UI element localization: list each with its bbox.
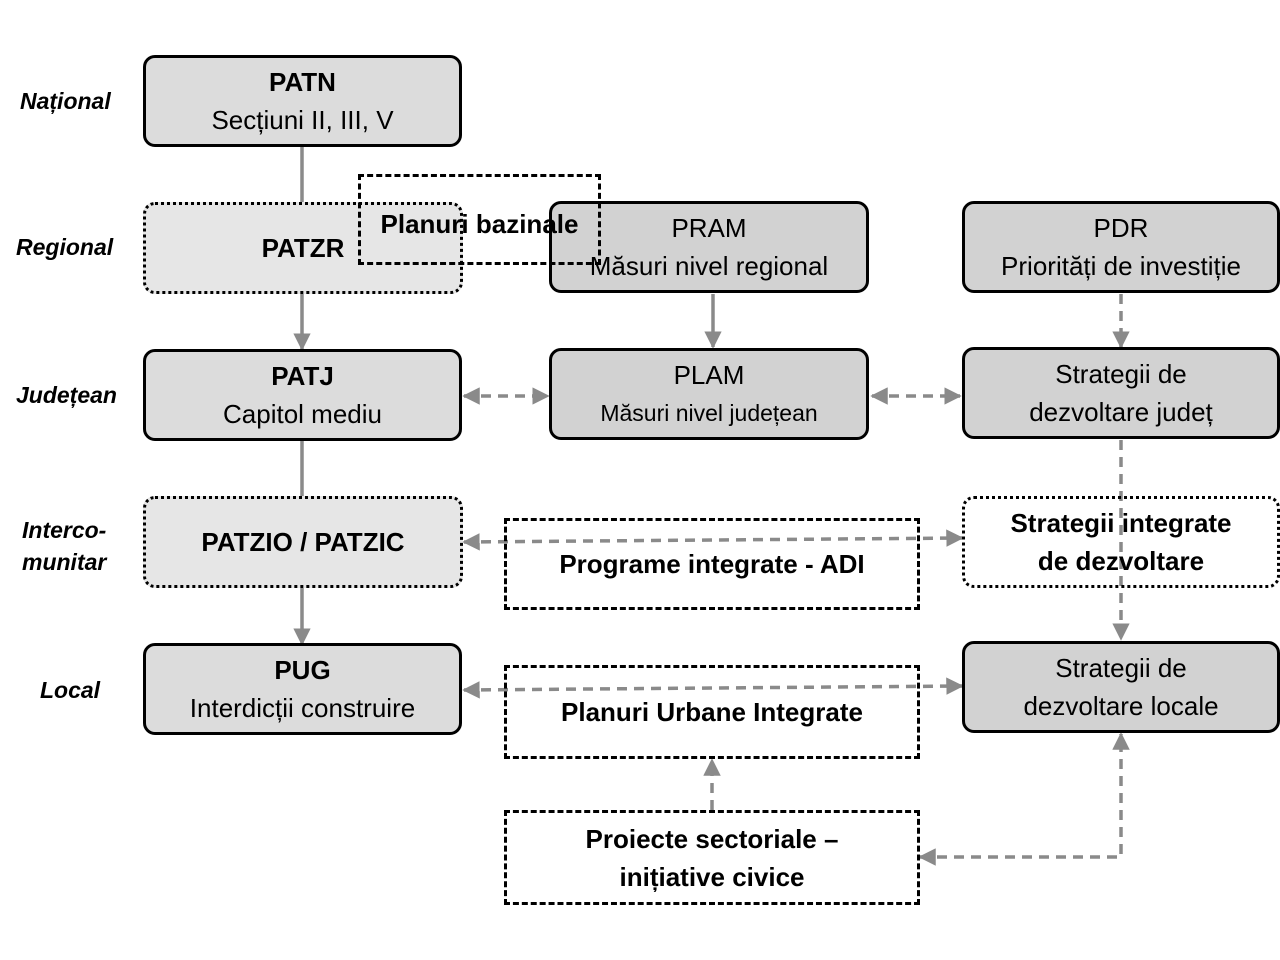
box-planuri-urbane: Planuri Urbane Integrate [504,665,920,759]
box-patj-subtitle: Capitol mediu [223,399,382,429]
box-strategii-judet: Strategii de dezvoltare județ [962,347,1280,439]
box-patzr: PATZR [143,202,463,294]
box-pug-subtitle: Interdicții construire [189,693,416,723]
box-strategii-integrate-line2: de dezvoltare [1037,546,1205,576]
box-pdr-subtitle: Priorități de investiție [1001,251,1241,281]
box-programe-adi: Programe integrate - ADI [504,518,920,610]
box-strategii-integrate-line1: Strategii integrate [1010,508,1232,538]
box-patj: PATJ Capitol mediu [143,349,462,441]
box-strategii-judet-line1: Strategii de [1055,359,1187,389]
level-label-intercomunitar-line1: Interco- [22,517,107,543]
level-label-intercomunitar-line2: munitar [22,549,107,575]
box-patzr-title: PATZR [261,233,345,263]
arrow-proiecte-strategii-locale [918,732,1130,866]
box-planuri-bazinale: Planuri bazinale [358,174,601,265]
box-plam: PLAM Măsuri nivel județean [549,348,869,440]
box-strategii-integrate: Strategii integrate de dezvoltare [962,496,1280,588]
box-patzio: PATZIO / PATZIC [143,496,463,588]
box-strategii-judet-line2: dezvoltare județ [1029,397,1213,427]
box-programe-adi-title: Programe integrate - ADI [559,549,865,579]
level-label-intercomunitar: Interco- munitar [22,514,106,578]
level-label-national: Național [20,88,111,114]
box-patzio-title: PATZIO / PATZIC [201,527,405,557]
box-planuri-urbane-title: Planuri Urbane Integrate [561,697,863,727]
box-proiecte-line2: inițiative civice [619,861,805,892]
level-label-judetean: Județean [16,382,117,408]
level-label-local: Local [40,677,101,703]
arrow-pug-strategii-locale [462,677,964,699]
box-pram-subtitle: Măsuri nivel regional [589,251,829,281]
arrow-patzio-strategii-integrate [462,529,964,551]
box-pdr-title: PDR [1093,213,1149,243]
box-patn: PATN Secțiuni II, III, V [143,55,462,147]
box-plam-title: PLAM [673,360,745,390]
box-patn-title: PATN [269,67,336,97]
box-proiecte-line1: Proiecte sectoriale – [585,823,839,854]
box-pug: PUG Interdicții construire [143,643,462,735]
box-proiecte: Proiecte sectoriale – inițiative civice [504,810,920,905]
box-patn-subtitle: Secțiuni II, III, V [211,105,394,135]
box-strategii-locale: Strategii de dezvoltare locale [962,641,1280,733]
box-pram: PRAM Măsuri nivel regional [549,201,869,293]
box-plam-subtitle: Măsuri nivel județean [600,400,818,426]
box-planuri-bazinale-title: Planuri bazinale [380,209,579,239]
box-pdr: PDR Priorități de investiție [962,201,1280,293]
box-patj-title: PATJ [271,361,334,391]
box-pram-title: PRAM [671,213,747,243]
level-label-regional: Regional [16,234,114,260]
box-strategii-locale-line2: dezvoltare locale [1023,691,1219,721]
box-strategii-locale-line1: Strategii de [1055,653,1187,683]
box-pug-title: PUG [274,655,331,685]
